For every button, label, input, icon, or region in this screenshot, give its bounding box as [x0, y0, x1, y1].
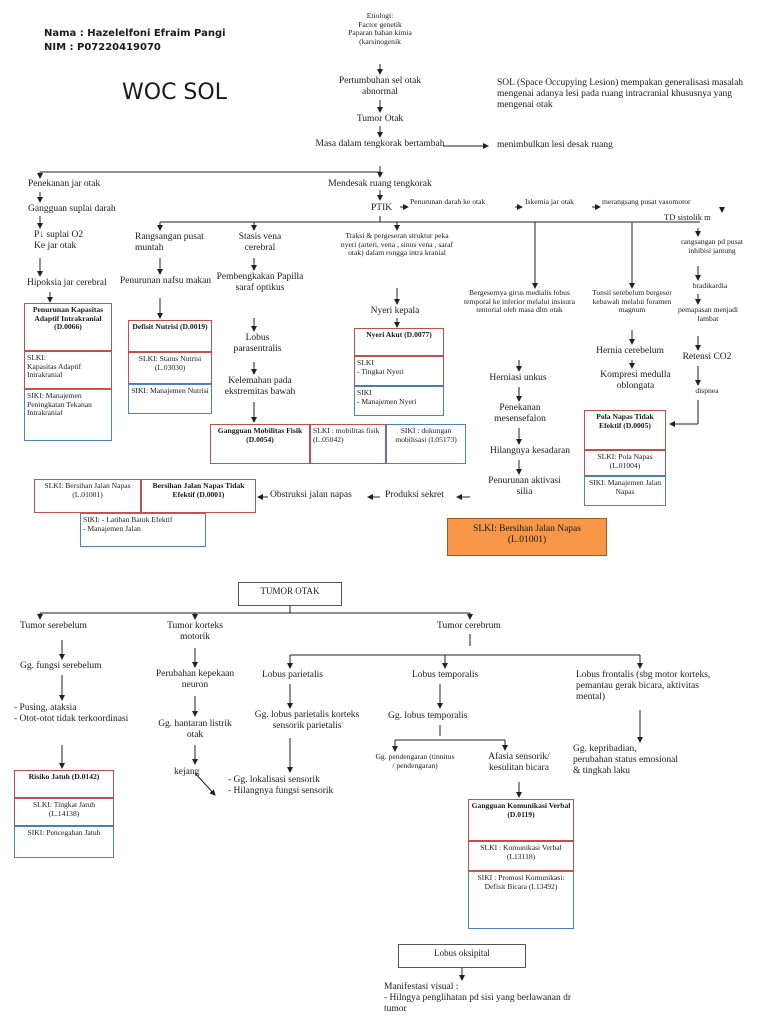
penekanan-node: Penekanan jar otak [28, 179, 101, 189]
iskemia-node: Iskemia jar otak [525, 197, 574, 206]
siki-bersihan-jalan-napas: SIKI: - Latihan Batuk Efektif - Manajeme… [80, 513, 206, 547]
diagnosis-mobilitas-fisik: Gangguan Mobilitas Fisik (D.0054) [210, 424, 310, 464]
sol-definition: SOL (Space Occupying Lesion) mempakan ge… [497, 78, 744, 110]
papilla-node: Pembengkakan Papilla saraf optikus [216, 272, 304, 293]
lobus-frontalis-node: Lobus frontalis (sbg motor korteks, pema… [576, 670, 711, 702]
diagnosis-bersihan-jalan-napas: Bersihan Jalan Napas Tidak Efektif (D.00… [141, 479, 256, 513]
lobus-parasentralis-node: Lobus parasentralis [233, 333, 282, 354]
rangsangan-node: Rangsangan pusat muntah [135, 232, 204, 253]
tumor-serebelum-node: Tumor serebelum [20, 621, 87, 631]
hernia-cerebelum-node: Hernia cerebelum [596, 346, 664, 356]
tumor-korteks-node: Tumor korteks motorik [167, 621, 223, 642]
student-name: Nama : Hazelelfoni Efraim Pangi [44, 28, 226, 39]
gangguan-suplai-node: Gangguan suplai darah [28, 204, 116, 214]
siki-dukungan-mobilisasi: SIKI : dukungan mobilisasi (I.05173) [386, 424, 466, 464]
perubahan-kepekaan-node: Perubahan kepekaan neuron [155, 669, 235, 690]
ptik-node: PTIK [371, 203, 393, 213]
siki-promosi-komunikasi: SIKI : Promosi Komunikasi: Defisit Bicar… [468, 871, 574, 929]
connector [194, 772, 216, 796]
produksi-sekret-node: Produksi sekret [385, 490, 444, 500]
afasia-node: Afasia sensorik/ kesulitan bicara [488, 752, 550, 773]
kejang-node: kejang [174, 767, 200, 777]
siki-manajemen-nutrisi: SIKI: Manajemen Nutrisi [128, 384, 212, 414]
traksi-node: Traksi & pergeseran struktur peka nyeri … [340, 231, 454, 257]
lobus-parietalis-node: Lobus parietalis [262, 670, 323, 680]
tumor-otak-box: TUMOR OTAK [238, 582, 342, 606]
gg-fungsi-serebelum-node: Gg. fungsi serebelum [20, 661, 102, 671]
retensi-node: Retensi CO2 [682, 352, 732, 362]
lokalisasi-node: - Gg. lokalisasi sensorik - Hilangnya fu… [228, 775, 334, 796]
hipoksia-node: Hipoksia jar cerebral [27, 278, 107, 288]
hilangnya-kesadaran-node: Hilangnya kesadaran [490, 446, 570, 456]
bradikardia-node: bradikardia [692, 281, 728, 290]
tumor-otak-node: Tumor Otak [356, 114, 404, 124]
slki-kapasitas-adaptif: SLKI: Kapasitas Adaptif Intrakranial [24, 351, 112, 389]
highlighted-slki-box: SLKI: Bersihan Jalan Napas (L.01001) [447, 518, 607, 556]
penekanan-mes-node: Penekanan mesensefalon [494, 403, 546, 424]
slki-mobilitas-fisik: SLKI : mobilitas fisik (L.05042) [310, 424, 386, 464]
siki-tekanan-intrakranial: SIKI: Manajemen Peningkatan Tekanan Intr… [24, 389, 112, 441]
td-node: TD sistolik m [664, 212, 711, 222]
lobus-temporalis-node: Lobus temporalis [412, 670, 479, 680]
bergeser-node: Bergesernya girus medialis lobus tempora… [464, 288, 575, 314]
siki-pola-napas: SIKI: Manajemen Jalan Napas [584, 476, 666, 506]
o2-node: P↓ suplai O2 Ke jar otak [34, 230, 84, 251]
diagnosis-nyeri-akut: Nyeri Akut (D.0077) [354, 328, 444, 356]
stasis-node: Stasis vena cerebral [238, 232, 282, 253]
diagram-title: WOC SOL [122, 80, 227, 105]
etiologi-node: Etiologi: Factor genetik Paparan bahan k… [348, 12, 412, 46]
gg-pendengaran-node: Gg. pendengaran (tinnitus / pendengaran) [375, 752, 455, 770]
diagnosis-risiko-jatuh: Risiko Jatuh (D.0142) [14, 770, 114, 798]
gg-kepribadian-node: Gg. kepribadian, perubahan status emosio… [573, 744, 679, 776]
slki-bersihan-jalan-napas: SLKI: Bersihan Jalan Napas (L.01001) [34, 479, 141, 513]
obstruksi-node: Obstruksi jalan napas [270, 490, 352, 500]
herniasi-unkus-node: Herniasi unkus [489, 373, 547, 383]
manifestasi-visual-node: Manifestasi visual : - Hilngya penglihat… [384, 982, 572, 1014]
gg-hantaran-node: Gg. hantaran listrik otak [158, 719, 232, 740]
siki-pencegahan-jatuh: SIKI: Pencegahan Jatuh [14, 826, 114, 858]
slki-tingkat-nyeri: SLKI - Tingkat Nyeri [354, 356, 444, 386]
diagnosis-defisit-nutrisi: Defisit Nutrisi (D.0019) [128, 320, 212, 352]
kelemahan-node: Kelemahan pada ekstremitas bawah [224, 376, 296, 397]
lobus-oksipital-box: Lobus oksipital [398, 944, 526, 968]
siki-manajemen-nyeri: SIKI - Manajemen Nyeri [354, 386, 444, 416]
diagnosis-pola-napas: Pola Napas Tidak Efektif (D.0005) [584, 410, 666, 450]
tonsil-node: Tonsil serebelum bergeser kebawah melalu… [592, 288, 672, 314]
merangsang-node: merangsang pusat vasomotor [602, 197, 691, 206]
rangsangan-jantung-node: rangsangan pd pusat inhibisi jantung [681, 237, 743, 255]
gg-parietalis-node: Gg. lobus parietalis korteks sensorik pa… [254, 710, 360, 731]
penurunan-darah-node: Penurunan darah ke otak [410, 197, 486, 206]
dispnea-node: dispnea [695, 386, 719, 395]
gg-temporalis-node: Gg. lobus temporalis [388, 711, 468, 721]
kompresi-node: Kompresi medulla oblongata [600, 370, 671, 391]
slki-status-nutrisi: SLKI: Status Nutrisi (L.03030) [128, 352, 212, 384]
masa-node: Masa dalam tengkorak bertambah [315, 139, 445, 149]
diagnosis-kapasitas-adaptif: Penurunan Kapasitas Adaptif Intrakranial… [24, 303, 112, 351]
nyeri-kepala-node: Nyeri kepala [370, 306, 420, 316]
lesi-node: menimbulkan lesi desak ruang [497, 140, 613, 150]
mendesak-node: Mendesak ruang tengkorak [328, 179, 432, 189]
slki-pola-napas: SLKI: Pola Napas (L.01004) [584, 450, 666, 476]
nafsu-node: Penurunan nafsu makan [119, 276, 212, 286]
penurunan-silia-node: Penurunan aktivasi silia [488, 476, 561, 497]
pertumbuhan-node: Pertumbuhan sel otak abnormal [338, 76, 422, 97]
student-nim: NIM : P07220419070 [44, 42, 161, 53]
slki-komunikasi-verbal: SLKI : Komunikasi Verbal (L13118) [468, 841, 574, 871]
tumor-cerebrum-node: Tumor cerebrum [437, 621, 501, 631]
pernapasan-node: pemapasan menjadi lambat [677, 305, 739, 323]
diagnosis-komunikasi-verbal: Gangguan Komunikasi Verbal (D.0119) [468, 799, 574, 841]
slki-tingkat-jatuh: SLKI: Tingkat Jatuh (L.14138) [14, 798, 114, 826]
pusing-ataksia-node: - Pusing, ataksia - Otot-otot tidak terk… [14, 703, 129, 724]
